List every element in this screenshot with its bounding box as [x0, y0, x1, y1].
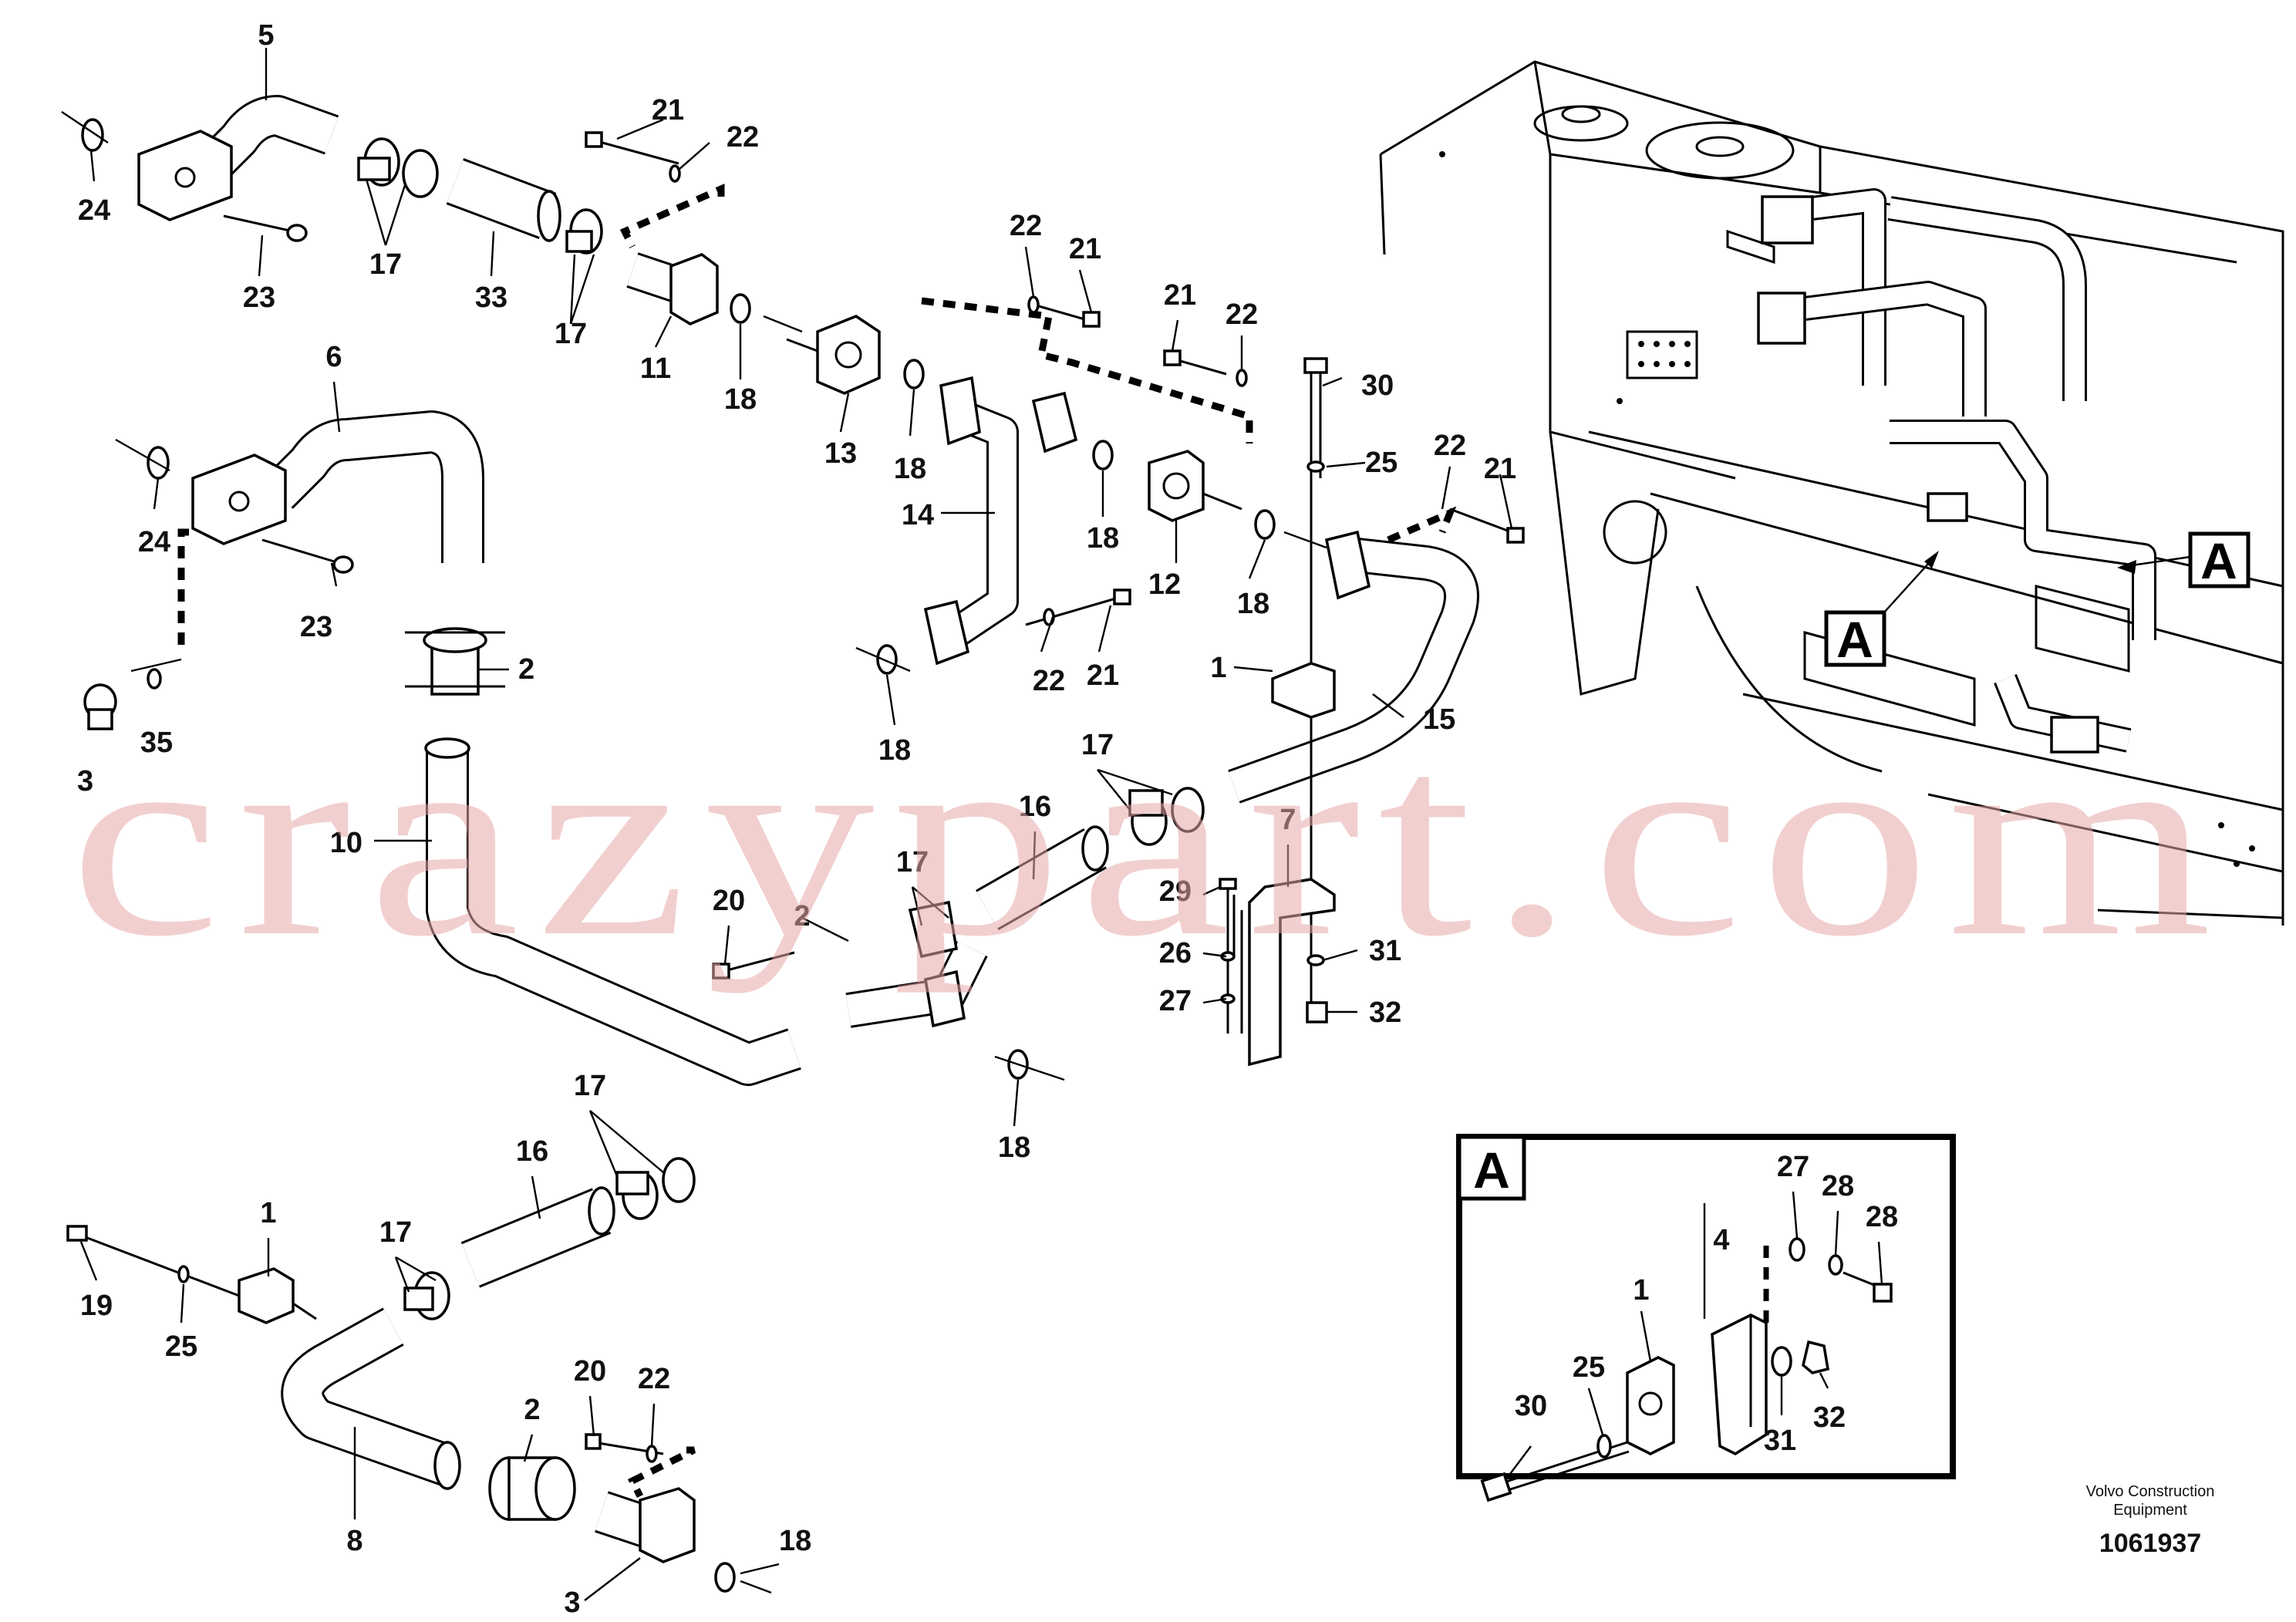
callout-20: 20	[713, 885, 745, 917]
callout-34: 3	[77, 765, 93, 798]
callout-21: 21	[1087, 659, 1119, 692]
callout-18: 18	[779, 1525, 811, 1557]
callout-23: 23	[243, 282, 275, 314]
callout-17: 17	[896, 846, 929, 878]
callout-12: 12	[1148, 568, 1181, 601]
svg-text:A: A	[1836, 611, 1873, 668]
callout-17: 17	[555, 318, 587, 350]
callout-27: 27	[1777, 1151, 1809, 1183]
callout-25: 25	[165, 1330, 197, 1363]
callout-13: 13	[824, 437, 857, 470]
callout-29: 29	[1159, 875, 1192, 908]
callout-14: 14	[902, 499, 934, 531]
callout-1: 1	[1633, 1274, 1649, 1307]
callout-25: 25	[1365, 447, 1397, 479]
callout-26: 26	[1159, 937, 1192, 969]
callout-labels: 5 24 23 17 33 17 21 22 11 18 22 21 21 22…	[77, 19, 1898, 1619]
callout-22: 22	[1434, 430, 1466, 462]
svg-text:A: A	[1473, 1141, 1510, 1199]
callout-16: 16	[516, 1135, 548, 1168]
callout-10: 10	[330, 827, 362, 859]
callout-21: 21	[1164, 279, 1196, 312]
callout-20: 20	[574, 1355, 606, 1388]
callout-leaders	[79, 48, 1883, 1601]
callout-7: 7	[1279, 804, 1296, 836]
callout-18: 18	[1237, 588, 1269, 620]
view-marker-a-overview-right: A	[2117, 531, 2250, 589]
callout-33: 33	[475, 282, 507, 314]
title-block: Volvo Construction Equipment 1061937	[2086, 1483, 2215, 1558]
callout-30: 30	[1515, 1390, 1547, 1422]
callout-32: 32	[1369, 996, 1401, 1029]
callout-25: 25	[1573, 1351, 1605, 1384]
callout-31: 31	[1764, 1425, 1796, 1457]
callout-2: 2	[518, 653, 534, 686]
document-number: 1061937	[2099, 1529, 2201, 1558]
callout-17: 17	[1081, 729, 1114, 761]
callout-2: 2	[524, 1394, 540, 1426]
callout-15: 15	[1423, 703, 1455, 736]
callout-4: 4	[1713, 1224, 1729, 1256]
brand-line-2: Equipment	[2113, 1502, 2187, 1519]
callout-18: 18	[1087, 522, 1119, 555]
callout-18: 18	[894, 453, 926, 485]
callout-27: 27	[1159, 985, 1192, 1017]
callout-21: 21	[652, 94, 684, 126]
callout-35: 35	[140, 727, 173, 759]
callout-17: 17	[379, 1216, 412, 1249]
callout-30: 30	[1361, 369, 1394, 402]
callout-18: 18	[724, 383, 757, 416]
view-marker-a-overview-left: A	[1824, 551, 1939, 668]
machine-overview-illustration: A A	[1379, 60, 2284, 926]
detail-view-a: A	[1456, 1134, 1956, 1502]
callout-11: 11	[640, 352, 671, 385]
callout-8: 8	[346, 1525, 362, 1557]
callout-2: 2	[794, 900, 810, 932]
svg-text:A: A	[2200, 532, 2237, 589]
callout-18: 18	[998, 1131, 1030, 1164]
callout-1: 1	[1210, 652, 1226, 684]
callout-6: 6	[325, 341, 342, 373]
callout-16: 16	[1019, 791, 1051, 823]
callout-22: 22	[727, 121, 759, 153]
callout-24: 24	[138, 526, 170, 558]
callout-28: 28	[1866, 1201, 1898, 1233]
callout-18: 18	[878, 734, 911, 767]
callout-19: 19	[80, 1290, 113, 1322]
callout-24: 24	[78, 194, 110, 227]
callout-3: 3	[564, 1587, 580, 1619]
callout-17: 17	[369, 248, 402, 281]
exploded-pipe-assembly	[61, 95, 1525, 1594]
watermark: crazypart.com	[69, 686, 2229, 994]
callout-22: 22	[1226, 298, 1258, 331]
callout-21: 21	[1069, 233, 1101, 265]
callout-23: 23	[300, 611, 332, 643]
callout-1: 1	[260, 1197, 276, 1229]
callout-22: 22	[638, 1363, 670, 1395]
callout-21: 21	[1484, 453, 1516, 485]
callout-22: 22	[1033, 665, 1065, 697]
brand-line-1: Volvo Construction	[2086, 1483, 2215, 1500]
callout-31: 31	[1369, 935, 1401, 967]
callout-28: 28	[1822, 1170, 1854, 1202]
callout-32: 32	[1813, 1401, 1846, 1434]
callout-17: 17	[574, 1070, 606, 1102]
callout-5: 5	[258, 19, 274, 52]
callout-22: 22	[1010, 210, 1042, 242]
